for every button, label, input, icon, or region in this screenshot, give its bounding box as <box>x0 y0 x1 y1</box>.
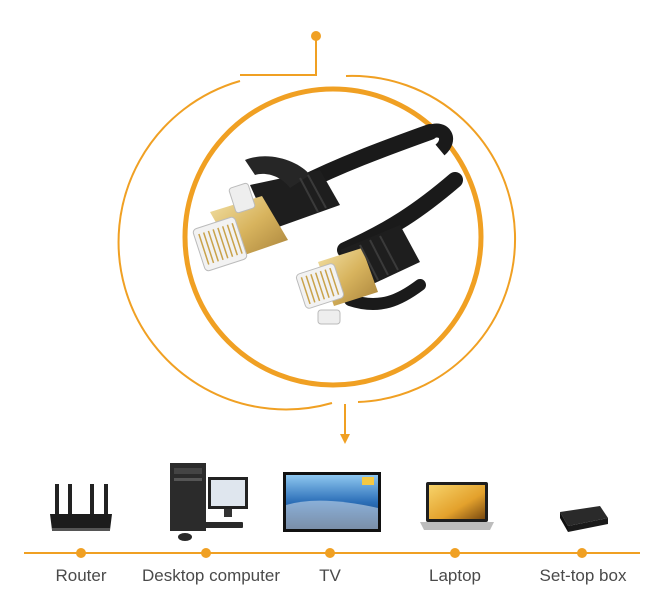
device-timeline <box>24 548 640 558</box>
top-connector <box>240 31 321 76</box>
set-top-box-icon <box>560 506 608 532</box>
timeline-dot <box>577 548 587 558</box>
tv-icon <box>283 472 381 532</box>
bottom-connector <box>340 404 350 444</box>
timeline-dot <box>325 548 335 558</box>
ethernet-cable-image <box>192 123 463 325</box>
device-label-router: Router <box>55 566 107 585</box>
device-label-tv: TV <box>319 566 341 585</box>
timeline-dot <box>450 548 460 558</box>
timeline-dot <box>201 548 211 558</box>
device-label-laptop: Laptop <box>429 566 481 585</box>
laptop-icon <box>420 482 494 530</box>
desktop-computer-icon <box>170 463 248 541</box>
device-label-desktop-computer: Desktop computer <box>142 566 280 585</box>
router-icon <box>50 484 112 531</box>
timeline-dot <box>76 548 86 558</box>
device-label-set-top-box: Set-top box <box>539 566 627 585</box>
outer-ring <box>117 74 517 411</box>
